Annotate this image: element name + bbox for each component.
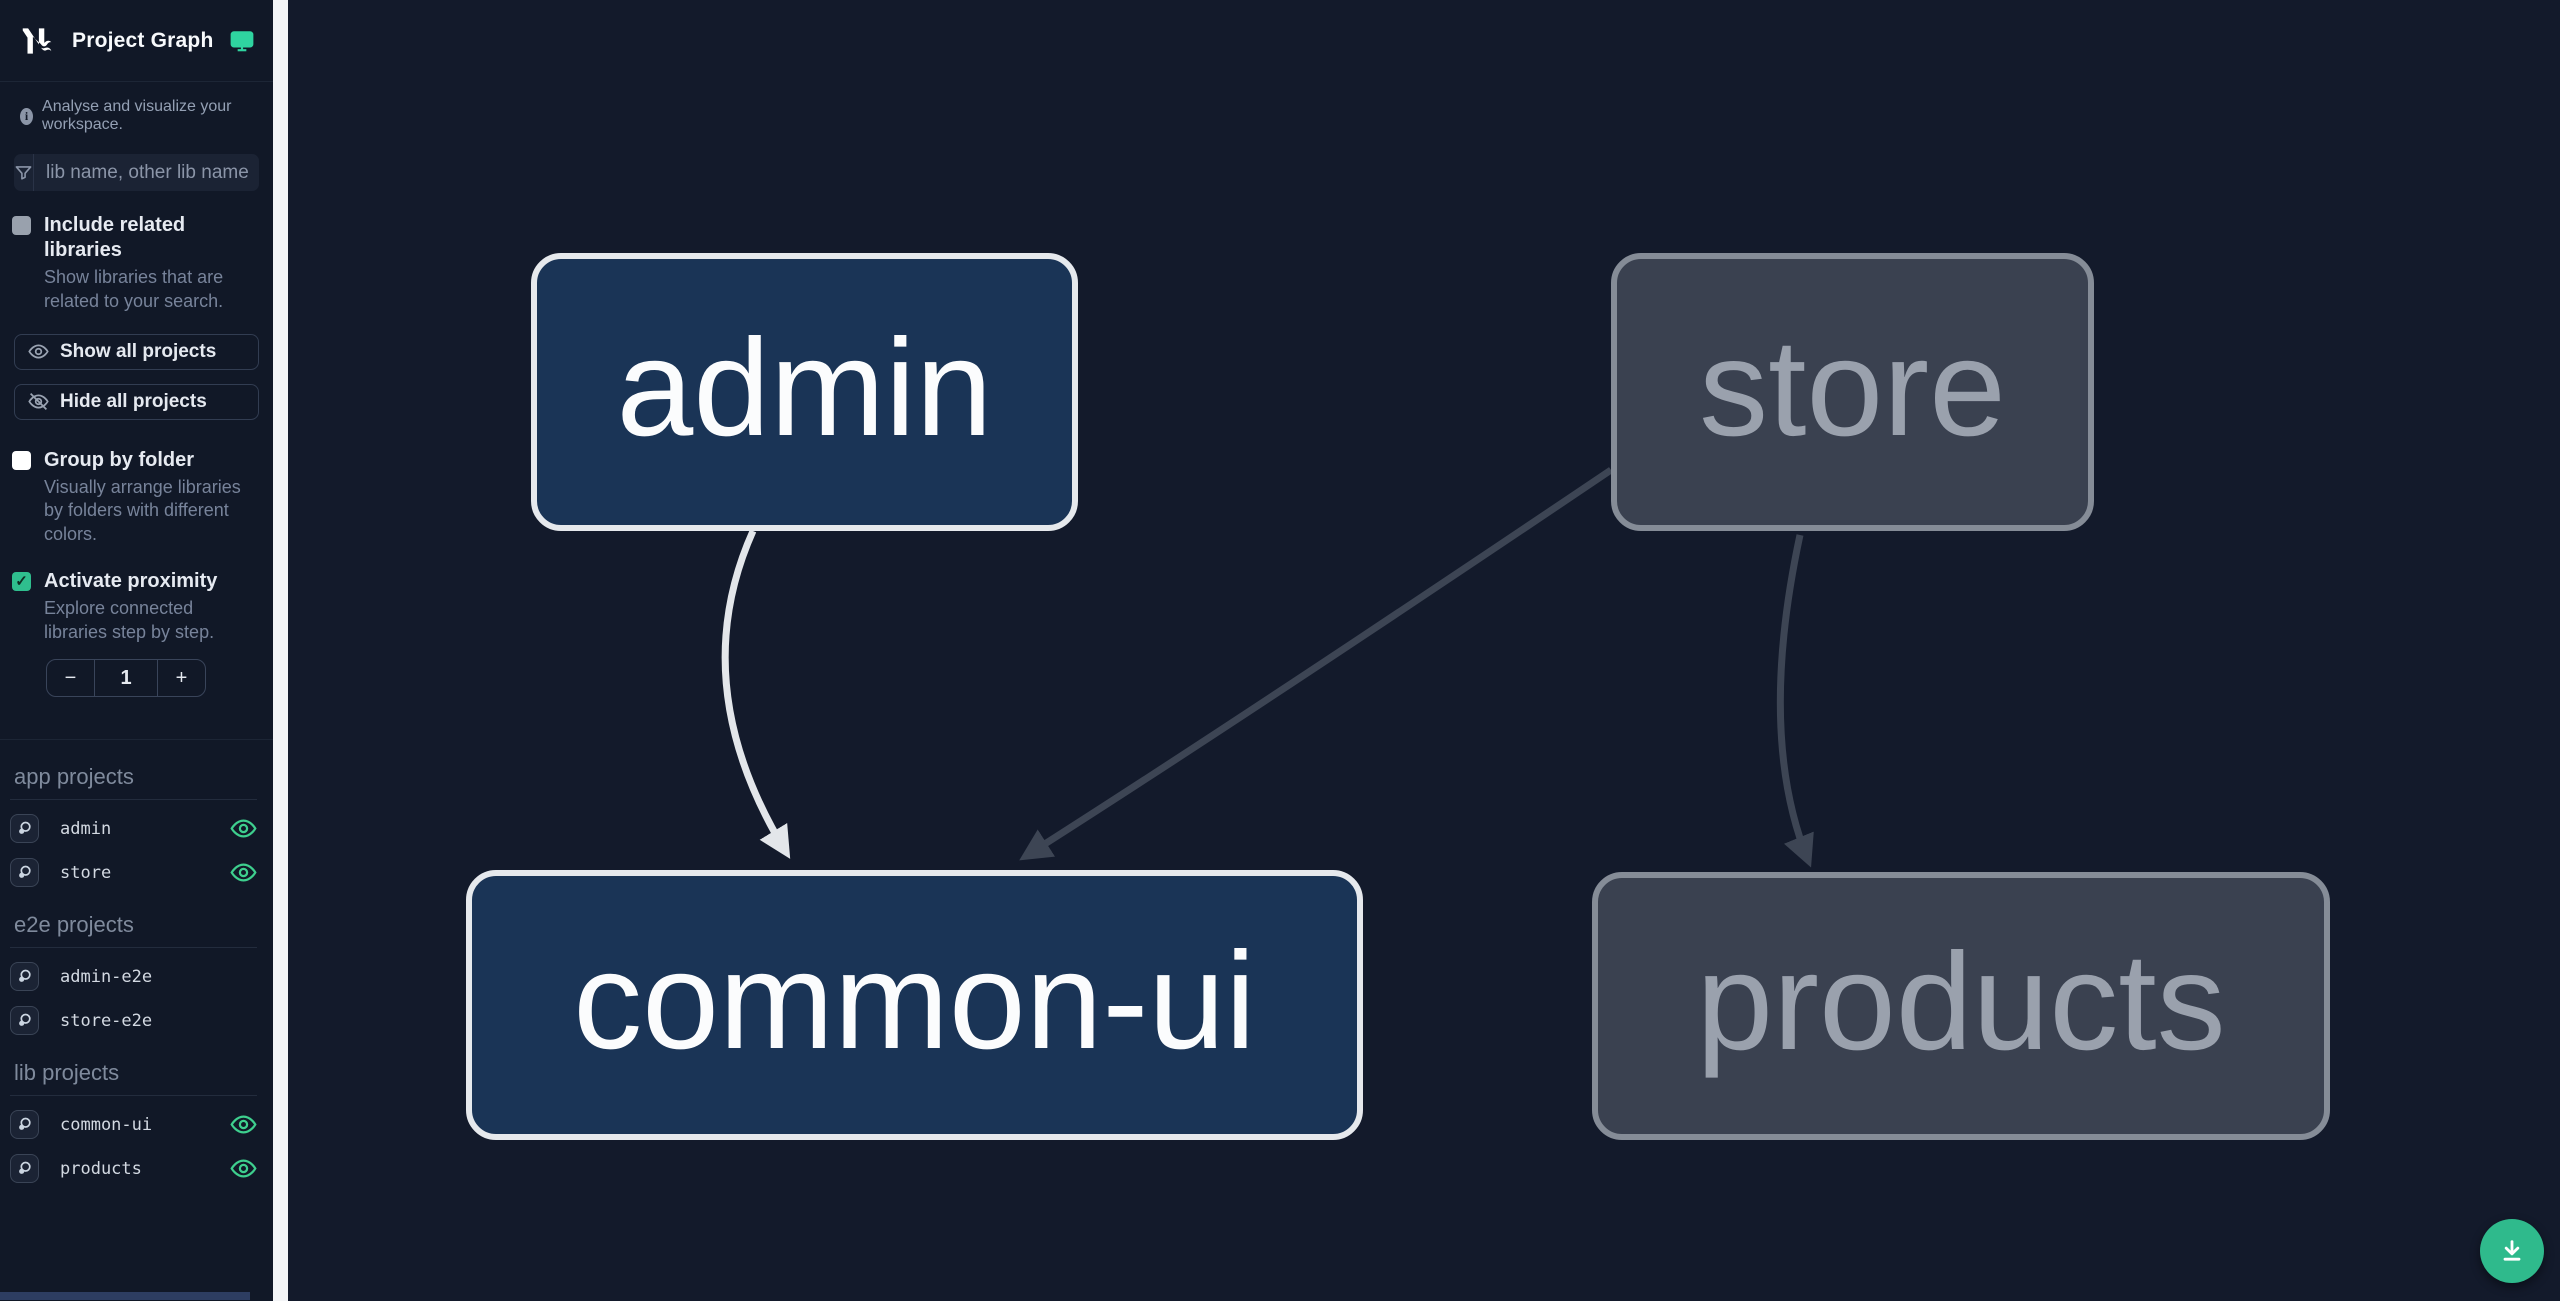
search-box <box>14 154 259 191</box>
include-related-checkbox[interactable] <box>12 216 31 235</box>
project-lists: app projects admin store e2e projects ad… <box>0 764 273 1184</box>
node-label: common-ui <box>573 924 1256 1078</box>
node-label: admin <box>616 311 993 465</box>
page-title: Project Graph <box>72 28 214 52</box>
include-related-description: Show libraries that are related to your … <box>44 267 224 311</box>
group-by-folder-label: Group by folder <box>44 448 194 471</box>
info-icon: i <box>20 107 34 125</box>
edge-store-to-products[interactable] <box>1776 534 1814 868</box>
tagline-text: Analyse and visualize your workspace. <box>42 98 232 133</box>
horizontal-scrollbar[interactable] <box>0 1292 273 1301</box>
edges-layer <box>721 467 1814 868</box>
search-input[interactable] <box>34 154 259 191</box>
visibility-eye-icon[interactable] <box>230 1155 257 1182</box>
option-group-by-folder: Group by folder Visually arrange librari… <box>0 448 273 547</box>
eye-icon <box>28 344 49 359</box>
focus-project-icon[interactable] <box>10 1006 39 1036</box>
sidebar-resize-handle[interactable] <box>273 0 288 1301</box>
proximity-decrement-button[interactable]: − <box>47 660 95 697</box>
proximity-value: 1 <box>120 666 132 689</box>
download-icon <box>2503 1240 2521 1261</box>
project-row-admin: admin <box>10 813 257 844</box>
activate-proximity-checkbox[interactable] <box>12 571 31 591</box>
node-label: products <box>1696 925 2226 1079</box>
scrollbar-thumb[interactable] <box>0 1292 250 1300</box>
section-title-lib-projects: lib projects <box>10 1060 257 1097</box>
edge-admin-to-common-ui[interactable] <box>721 529 791 859</box>
project-name[interactable]: store <box>60 862 112 883</box>
hide-all-projects-button[interactable]: Hide all projects <box>14 383 259 420</box>
proximity-stepper: − 1 + <box>46 659 206 698</box>
hide-all-projects-label: Hide all projects <box>60 390 207 412</box>
show-all-projects-button[interactable]: Show all projects <box>14 333 259 370</box>
monitor-icon[interactable] <box>229 28 255 54</box>
option-activate-proximity: Activate proximity Explore connected lib… <box>0 569 273 645</box>
tagline: i Analyse and visualize your workspace. <box>0 82 273 140</box>
project-row-store-e2e: store-e2e <box>10 1005 257 1036</box>
section-title-e2e-projects: e2e projects <box>10 912 257 949</box>
project-name[interactable]: admin-e2e <box>60 966 153 987</box>
graph-node-store[interactable]: store <box>1611 253 2094 531</box>
section-title-app-projects: app projects <box>10 764 257 801</box>
graph-node-admin[interactable]: admin <box>531 253 1078 531</box>
activate-proximity-description: Explore connected libraries step by step… <box>44 597 215 642</box>
focus-project-icon[interactable] <box>10 858 39 888</box>
graph-node-common-ui[interactable]: common-ui <box>466 870 1363 1140</box>
activate-proximity-label: Activate proximity <box>44 569 218 592</box>
visibility-eye-icon[interactable] <box>230 815 257 842</box>
project-row-admin-e2e: admin-e2e <box>10 961 257 992</box>
eye-off-icon <box>28 393 49 410</box>
visibility-eye-icon[interactable] <box>230 859 257 886</box>
sidebar-header: Project Graph <box>0 0 273 82</box>
focus-project-icon[interactable] <box>10 1110 39 1140</box>
download-button[interactable] <box>2480 1219 2544 1283</box>
project-name[interactable]: admin <box>60 818 112 839</box>
sidebar: Project Graph i Analyse and visualize yo… <box>0 0 273 1301</box>
project-row-products: products <box>10 1153 257 1184</box>
graph-node-products[interactable]: products <box>1592 872 2330 1140</box>
project-name[interactable]: products <box>60 1158 142 1179</box>
divider <box>0 739 273 741</box>
focus-project-icon[interactable] <box>10 814 39 844</box>
project-row-store: store <box>10 857 257 888</box>
node-label: store <box>1699 311 2006 465</box>
graph-canvas[interactable]: admin store common-ui products <box>288 0 2560 1301</box>
include-related-label: Include related libraries <box>44 214 186 261</box>
show-all-projects-label: Show all projects <box>60 340 217 362</box>
proximity-increment-button[interactable]: + <box>157 660 205 697</box>
focus-project-icon[interactable] <box>10 1154 39 1184</box>
visibility-eye-icon[interactable] <box>230 1111 257 1138</box>
project-row-common-ui: common-ui <box>10 1109 257 1140</box>
group-by-folder-checkbox[interactable] <box>12 450 31 470</box>
edge-store-to-common-ui[interactable] <box>1019 467 1613 861</box>
focus-project-icon[interactable] <box>10 962 39 992</box>
nx-logo-icon <box>22 27 52 54</box>
option-include-related: Include related libraries Show libraries… <box>0 213 273 314</box>
filter-funnel-icon <box>14 154 34 191</box>
project-name[interactable]: store-e2e <box>60 1010 153 1031</box>
group-by-folder-description: Visually arrange libraries by folders wi… <box>44 476 241 545</box>
project-name[interactable]: common-ui <box>60 1114 153 1135</box>
